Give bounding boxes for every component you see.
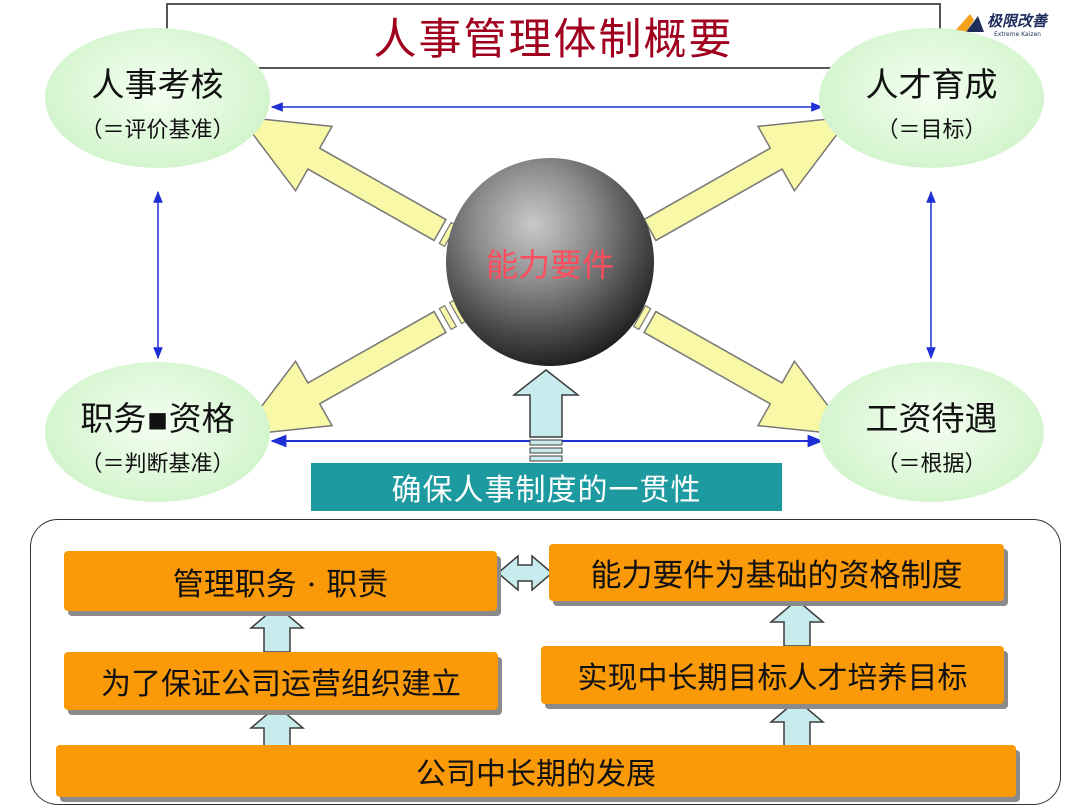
box-organization: 为了保证公司运营组织建立 (64, 652, 498, 710)
node-duties-qualification: 职务▪资格 （＝判断基准） (45, 362, 270, 502)
node-talent-subtitle: （＝目标） (876, 118, 987, 143)
node-compensation: 工资待遇 （＝根据） (819, 362, 1044, 502)
center-label: 能力要件 (485, 246, 614, 284)
box-talent-goal: 实现中长期目标人才培养目标 (541, 646, 1004, 704)
box-company-development: 公司中长期的发展 (56, 745, 1016, 797)
up-arrow-right-lower (770, 699, 824, 747)
box-qualification-system: 能力要件为基础的资格制度 (549, 544, 1004, 601)
node-compensation-subtitle: （＝根据） (876, 452, 987, 477)
up-arrow-left-upper (250, 605, 304, 653)
center-sphere (446, 158, 654, 366)
double-arrow (496, 554, 554, 592)
up-arrow-right-upper (770, 599, 824, 647)
node-appraisal-title: 人事考核 (91, 65, 224, 104)
logo-mark-icon (954, 14, 984, 32)
page-title: 人事管理体制概要 (166, 3, 941, 69)
node-talent-title: 人才育成 (865, 65, 998, 104)
brand-logo: 极限改善 Extreme Kaizen (950, 8, 1072, 48)
node-duties-subtitle: （＝判断基准） (80, 452, 235, 477)
logo-subtitle: Extreme Kaizen (994, 31, 1041, 38)
consistency-banner: 确保人事制度的一贯性 (311, 463, 782, 511)
banner-up-arrow (511, 369, 581, 462)
node-talent-development: 人才育成 （＝目标） (819, 28, 1044, 168)
node-appraisal: 人事考核 （＝评价基准） (45, 28, 270, 168)
box-management-duties: 管理职务 · 职责 (64, 551, 497, 611)
logo-name: 极限改善 (987, 12, 1048, 30)
node-duties-title: 职务▪资格 (80, 399, 235, 438)
node-compensation-title: 工资待遇 (865, 399, 998, 438)
node-appraisal-subtitle: （＝评价基准） (80, 118, 235, 143)
